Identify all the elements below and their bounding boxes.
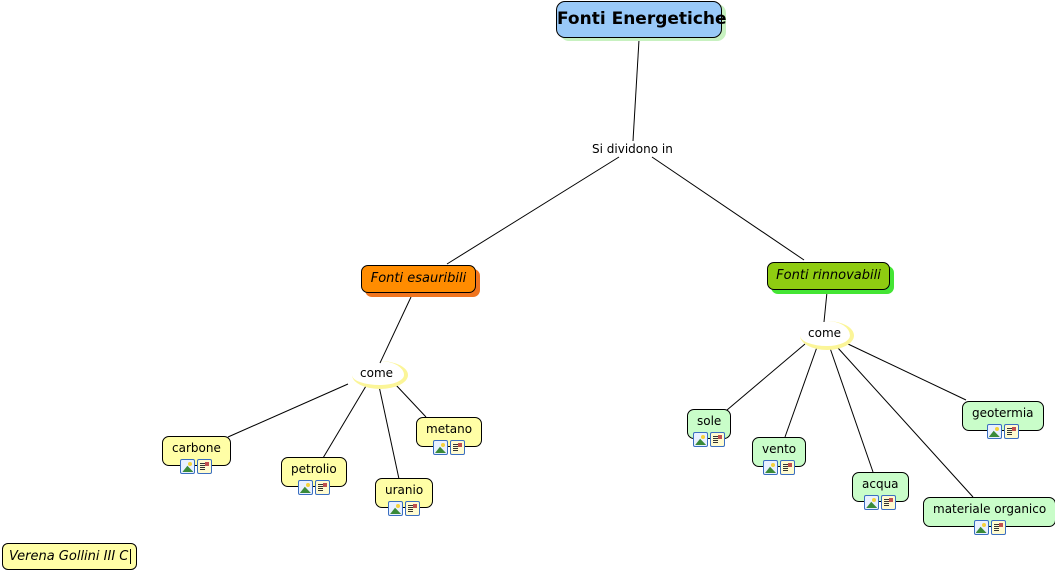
author-text: Verena Gollini III C (9, 549, 129, 564)
link-phrase-root[interactable]: Si dividono in (592, 142, 673, 156)
document-icon[interactable] (780, 460, 796, 475)
image-icon[interactable] (433, 440, 449, 455)
concept-metano[interactable]: metano (416, 417, 483, 455)
line-come-uranio (378, 385, 400, 480)
concept-label: petrolio (291, 462, 337, 476)
document-icon[interactable] (1003, 424, 1019, 439)
concept-label: vento (762, 442, 797, 456)
concept-label: sole (697, 414, 722, 428)
image-icon[interactable] (864, 495, 880, 510)
concept-petrolio[interactable]: petrolio (281, 457, 347, 495)
root-concept[interactable]: Fonti Energetiche (556, 1, 727, 38)
line-esauribili-come (379, 296, 412, 364)
concept-label: carbone (172, 441, 221, 455)
document-icon[interactable] (881, 495, 897, 510)
image-icon[interactable] (693, 432, 709, 447)
concept-label: acqua (862, 477, 899, 491)
line-link-esauribili (446, 156, 620, 265)
link-phrase-esauribili[interactable]: come (360, 366, 394, 380)
link-glow (352, 361, 408, 389)
link-phrase-rinnovabili[interactable]: come (808, 326, 842, 340)
concept-fonti-rinnovabili[interactable]: Fonti rinnovabili (767, 262, 890, 290)
line-come-sole (726, 343, 806, 411)
document-icon[interactable] (405, 501, 421, 516)
line-come-vento (784, 346, 818, 438)
concept-label: materiale organico (933, 502, 1047, 516)
concept-label: geotermia (972, 406, 1034, 420)
image-icon[interactable] (986, 424, 1002, 439)
image-icon[interactable] (297, 480, 313, 495)
image-icon[interactable] (180, 459, 196, 474)
concept-geotermia[interactable]: geotermia (962, 401, 1044, 439)
line-come-geotermia (847, 343, 967, 401)
concept-fonti-esauribili[interactable]: Fonti esauribili (361, 265, 476, 293)
document-icon[interactable] (710, 432, 726, 447)
line-come-metano (394, 383, 427, 418)
line-link-rinnovabili (651, 156, 805, 261)
concept-carbone[interactable]: carbone (162, 436, 231, 474)
line-come-materiale-organico (837, 347, 974, 498)
concept-acqua[interactable]: acqua (852, 472, 909, 510)
concept-vento[interactable]: vento (752, 437, 807, 475)
document-icon[interactable] (990, 520, 1006, 535)
image-icon[interactable] (973, 520, 989, 535)
author-label[interactable]: Verena Gollini III C (2, 543, 137, 570)
concept-uranio[interactable]: uranio (375, 478, 434, 516)
concept-materiale-organico[interactable]: materiale organico (923, 497, 1055, 535)
concept-label: uranio (385, 483, 424, 497)
image-icon[interactable] (388, 501, 404, 516)
line-come-petrolio (322, 385, 367, 459)
line-come-acqua (829, 347, 874, 473)
document-icon[interactable] (197, 459, 213, 474)
document-icon[interactable] (314, 480, 330, 495)
line-come-carbone (227, 383, 349, 438)
line-root-link (632, 39, 640, 142)
image-icon[interactable] (763, 460, 779, 475)
text-cursor (130, 549, 132, 564)
concept-label: metano (426, 422, 473, 436)
document-icon[interactable] (450, 440, 466, 455)
concept-sole[interactable]: sole (687, 409, 732, 447)
link-glow (800, 321, 854, 350)
line-rinnovabili-come (823, 291, 828, 323)
